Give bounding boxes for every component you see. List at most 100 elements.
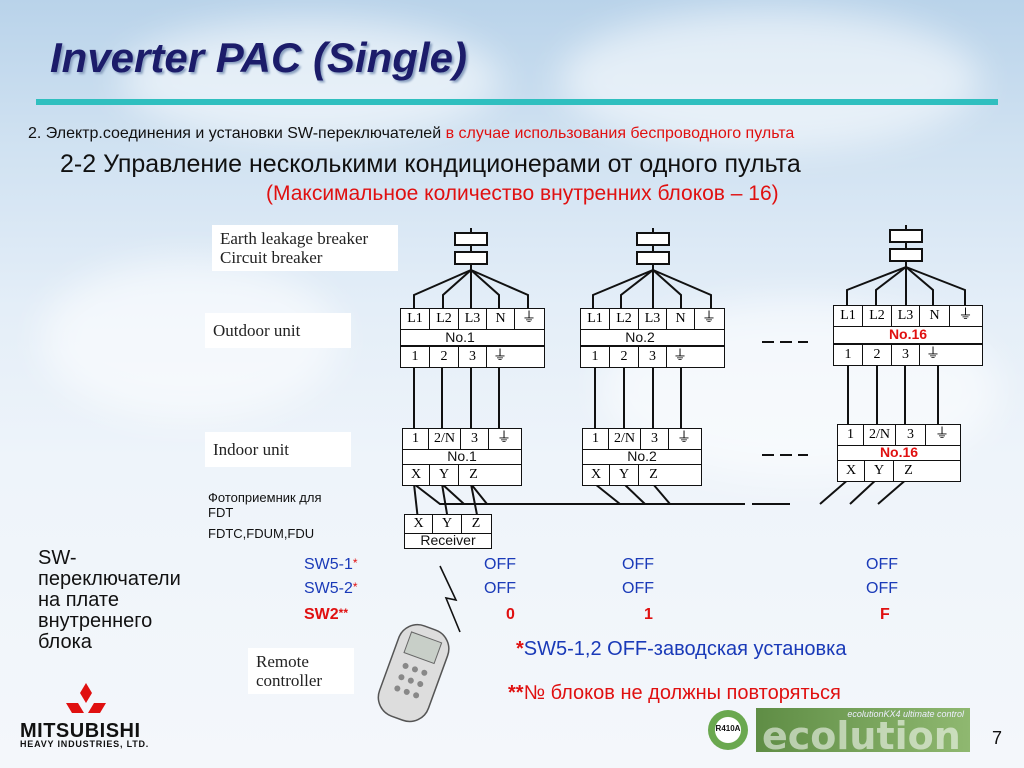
- switch-name: SW5-2: [304, 580, 353, 597]
- terminal: Z: [904, 463, 913, 478]
- terminal: 1: [403, 429, 429, 449]
- sw-side-line: внутреннего: [38, 610, 153, 632]
- sw-value: OFF: [622, 580, 654, 597]
- photo-note-line: FDTC,FDUM,FDU: [208, 526, 315, 541]
- earth-icon: ⏚: [673, 349, 687, 364]
- outdoor-unit-box: [514, 346, 545, 368]
- ecolution-banner-text: ecolution: [762, 714, 961, 752]
- indoor-unit-box: [669, 464, 702, 486]
- terminal: 1: [401, 347, 430, 367]
- outdoor-unit-name: No.1: [445, 329, 475, 345]
- breaker-label: Earth leakage breaker Circuit breaker: [212, 225, 398, 271]
- terminal: Z: [649, 467, 658, 482]
- note-mark: *: [516, 638, 524, 660]
- subsection-heading: 2-2 Управление несколькими кондиционерам…: [60, 150, 801, 178]
- terminal: L2: [610, 309, 639, 329]
- sw-value: 0: [506, 606, 515, 623]
- breaker-symbol-16: [889, 225, 923, 267]
- sw-value: OFF: [484, 580, 516, 597]
- indoor-unit-name: No.2: [627, 448, 657, 464]
- sw-side-line: SW-: [38, 547, 77, 569]
- earth-icon: ⏚: [493, 349, 507, 364]
- terminal: Y: [430, 465, 459, 485]
- max-units-note: (Максимальное количество внутренних блок…: [266, 182, 779, 205]
- terminal: Z: [471, 516, 481, 531]
- terminal: Y: [610, 465, 639, 485]
- terminal: N: [667, 309, 695, 329]
- switch-mark: *: [352, 580, 358, 594]
- terminal: 2: [610, 347, 639, 367]
- sw-value: OFF: [866, 556, 898, 573]
- terminal: L2: [430, 309, 459, 329]
- outdoor-unit-label: Outdoor unit: [205, 313, 351, 348]
- switch-mark: **: [338, 606, 349, 620]
- outdoor-unit-box: [833, 326, 983, 344]
- indoor-unit-label: Indoor unit: [205, 432, 351, 467]
- terminal: 3: [896, 425, 926, 445]
- outdoor-unit-name: No.16: [888, 326, 928, 342]
- note-mark: **: [508, 682, 524, 704]
- unique-number-note: **№ блоков не должны повторяться: [508, 682, 841, 705]
- receiver-box: [404, 533, 492, 549]
- switch-mark: *: [352, 556, 358, 570]
- earth-icon: ⏚: [926, 347, 940, 362]
- terminal: 1: [838, 425, 864, 445]
- terminal: L3: [639, 309, 667, 329]
- terminal: 1: [581, 347, 610, 367]
- terminal: 2/N: [429, 429, 461, 449]
- section-heading: 2. Электр.соединения и установки SW-пере…: [28, 125, 794, 143]
- remote-label-line: controller: [256, 671, 323, 690]
- note-text: SW5-1,2 OFF-заводская установка: [523, 638, 847, 660]
- earth-icon: ⏚: [702, 311, 716, 326]
- indoor-unit-box: [489, 464, 522, 486]
- breaker-label-line: Earth leakage breaker: [220, 229, 369, 248]
- terminal: Y: [865, 461, 894, 481]
- terminal: 3: [459, 347, 487, 367]
- indoor-unit-name: No.16: [879, 444, 919, 460]
- terminal: 1: [834, 345, 863, 365]
- sw-value: OFF: [866, 580, 898, 597]
- outdoor-unit-box: [694, 346, 725, 368]
- terminal: L1: [581, 309, 610, 329]
- terminal: N: [920, 306, 950, 326]
- terminal: X: [838, 461, 865, 481]
- breaker-symbol-1: [454, 228, 488, 270]
- earth-icon: ⏚: [935, 427, 949, 442]
- terminal: L1: [834, 306, 863, 326]
- sw-side-line: переключатели: [38, 568, 181, 590]
- terminal: L1: [401, 309, 430, 329]
- earth-icon: ⏚: [497, 431, 511, 446]
- remote-controller-icon: [377, 623, 450, 723]
- sw-value: 1: [644, 606, 653, 623]
- terminal: 2/N: [864, 425, 896, 445]
- sw-value: F: [880, 606, 890, 623]
- indoor-unit-name: No.1: [447, 448, 477, 464]
- terminal: 3: [461, 429, 489, 449]
- note-text: № блоков не должны повторяться: [523, 682, 841, 704]
- factory-setting-note: *SW5-1,2 OFF-заводская установка: [516, 638, 847, 661]
- terminal: L3: [892, 306, 920, 326]
- remote-controller-label: Remote controller: [248, 648, 354, 694]
- sw-side-line: блока: [38, 631, 92, 653]
- section-heading-red: в случае использования беспроводного пул…: [445, 125, 795, 142]
- outdoor-unit-box: [400, 329, 545, 346]
- switch-name: SW2: [304, 606, 339, 623]
- remote-label-line: Remote: [256, 652, 309, 671]
- earth-icon: ⏚: [522, 311, 536, 326]
- receiver-label: Receiver: [420, 532, 476, 548]
- terminal: 2: [863, 345, 892, 365]
- r410a-badge-icon: R410A: [708, 710, 748, 750]
- sw5-1-label: SW5-1*: [304, 556, 358, 574]
- terminal: 3: [892, 345, 920, 365]
